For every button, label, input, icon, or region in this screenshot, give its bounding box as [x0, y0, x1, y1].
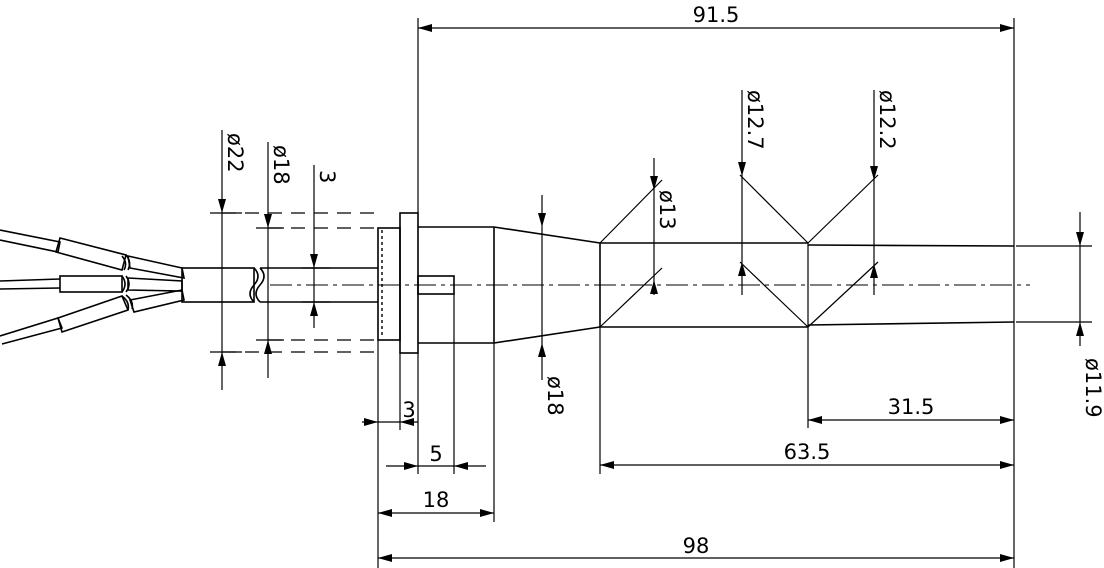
dim-91-5-label: 91.5	[693, 3, 740, 27]
dim-thread-3: 3	[302, 165, 339, 328]
dim-3-thread-label: 3	[315, 170, 339, 183]
dim-98-label: 98	[683, 534, 710, 558]
dim-len-63-5: 63.5	[599, 322, 1015, 568]
dim-18-right-label: ø18	[543, 376, 567, 416]
dim-dia-12-7: ø12.7	[738, 90, 767, 295]
dim-dia-18-left: ø18	[256, 142, 293, 378]
dim-dia-13: ø13	[650, 158, 679, 295]
dim-len-31-5: 31.5	[807, 327, 1014, 428]
cable-leads	[0, 229, 186, 345]
dim-22-label: ø22	[223, 133, 247, 173]
dim-dia-12-2: ø12.2	[870, 90, 899, 295]
dim-18-left-label: ø18	[269, 145, 293, 185]
dim-18-len-label: 18	[423, 488, 450, 512]
dim-11-9-label: ø11.9	[1081, 358, 1104, 418]
dim-overall-top: 91.5	[417, 3, 1015, 246]
dim-12-7-label: ø12.7	[743, 90, 767, 150]
dim-len-3: 3	[362, 340, 418, 430]
dim-13-label: ø13	[655, 190, 679, 230]
sensor-body	[181, 174, 1030, 354]
dim-63-5-label: 63.5	[784, 440, 831, 464]
dim-len-18: 18	[377, 343, 495, 568]
dim-len-5: 5	[386, 294, 486, 474]
dim-5-label: 5	[429, 442, 442, 466]
dim-dia-22: ø22	[210, 130, 247, 390]
dim-overall-bottom: 98	[378, 534, 1014, 562]
dim-31-5-label: 31.5	[888, 395, 935, 419]
dim-3-len-label: 3	[402, 398, 415, 422]
dim-dia-11-9: ø11.9	[1016, 212, 1104, 418]
dim-dia-18-right: ø18	[538, 195, 567, 416]
dim-12-2-label: ø12.2	[875, 90, 899, 150]
